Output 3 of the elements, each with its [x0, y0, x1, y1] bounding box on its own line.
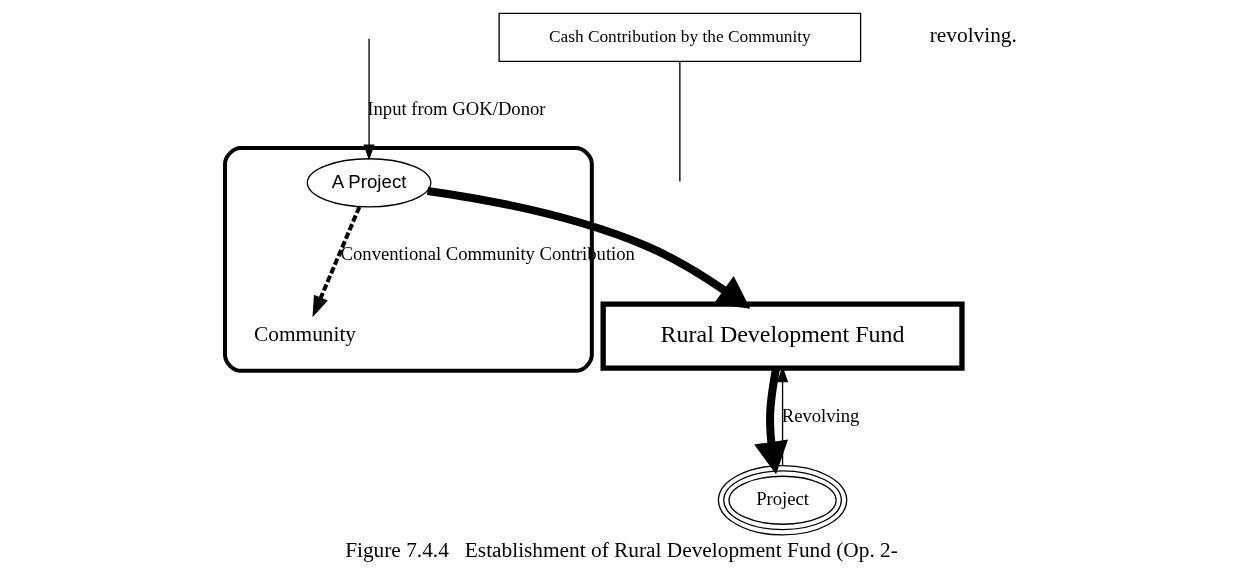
- edge-label: Revolving: [781, 404, 860, 426]
- label: revolving.: [929, 23, 1017, 48]
- caption: Figure 7.4.4 Establishment of Rural Development Fund (Op. 2-: [345, 538, 898, 563]
